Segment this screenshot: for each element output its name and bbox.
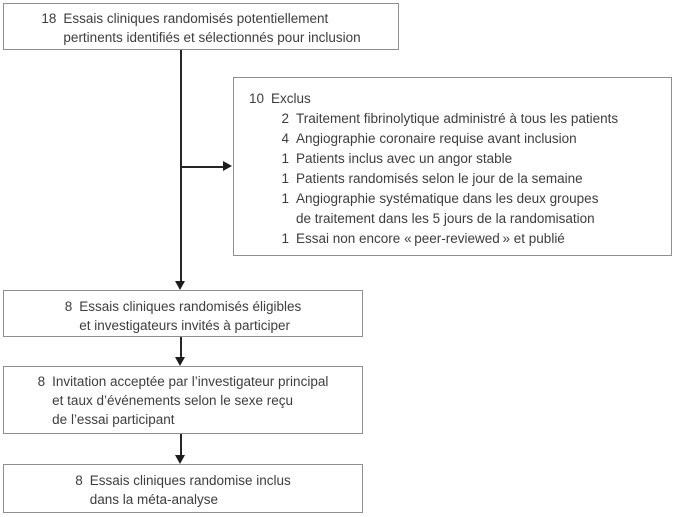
box-included-meta-analysis: 8 Essais cliniques randomise inclus dans… [3, 464, 363, 513]
reason-text: Patients randomisés selon le jour de la … [296, 171, 583, 186]
count-excluded: 10 [249, 91, 265, 106]
count-included: 8 [75, 473, 83, 488]
box-identified-trials: 18 Essais cliniques randomisés potentiel… [3, 3, 399, 50]
box-accepted-text: 8 Invitation acceptée par l’investigateu… [38, 367, 329, 429]
count-accepted: 8 [37, 374, 46, 389]
arrowhead-down-to-eligible-icon [175, 281, 185, 290]
count-eligible: 8 [64, 299, 73, 314]
excluded-reason-item: 1 Angiographie systématique dans les deu… [281, 189, 663, 229]
connector-accepted-to-included [180, 434, 182, 456]
box-invitation-accepted: 8 Invitation acceptée par l’investigateu… [3, 366, 363, 434]
box-included-text: 8 Essais cliniques randomise inclus dans… [75, 465, 291, 509]
excluded-reason-item: 1 Patients randomisés selon le jour de l… [281, 169, 663, 189]
reason-count: 1 [281, 231, 289, 246]
reason-count: 1 [281, 191, 289, 206]
box-eligible-text: 8 Essais cliniques randomisés éligibles … [65, 291, 302, 335]
included-line-2: dans la méta-analyse [89, 492, 219, 507]
excluded-reason-list: 2 Traitement fibrinolytique administré à… [281, 109, 663, 249]
identified-line-1: Essais cliniques randomisés potentiellem… [63, 11, 329, 26]
arrowhead-down-to-included-icon [175, 455, 185, 464]
reason-text-continued: de traitement dans les 5 jours de la ran… [296, 211, 595, 226]
excluded-reason-item: 2 Traitement fibrinolytique administré à… [281, 109, 663, 129]
arrowhead-down-to-accepted-icon [175, 357, 185, 366]
box-excluded-trials: 10 Exclus 2 Traitement fibrinolytique ad… [233, 77, 672, 256]
reason-count: 1 [281, 171, 289, 186]
reason-count: 2 [281, 111, 289, 126]
reason-count: 1 [281, 151, 289, 166]
accepted-line-3: de l’essai participant [52, 412, 175, 427]
reason-text: Essai non encore « peer-reviewed » et pu… [296, 231, 565, 246]
count-identified: 18 [41, 11, 57, 26]
excluded-label: Exclus [271, 91, 311, 106]
excluded-reason-item: 1 Essai non encore « peer-reviewed » et … [281, 229, 663, 249]
box-identified-text: 18 Essais cliniques randomisés potentiel… [41, 4, 360, 47]
eligible-line-1: Essais cliniques randomisés éligibles [79, 299, 302, 314]
accepted-line-2: et taux d’événements selon le sexe reçu [52, 393, 294, 408]
reason-text: Angiographie systématique dans les deux … [296, 191, 599, 206]
box-eligible-trials: 8 Essais cliniques randomisés éligibles … [3, 290, 363, 337]
reason-text: Traitement fibrinolytique administré à t… [296, 111, 619, 126]
box-excluded-text: 10 Exclus 2 Traitement fibrinolytique ad… [234, 78, 671, 249]
eligible-line-2: et investigateurs invités à participer [79, 318, 291, 333]
accepted-line-1: Invitation acceptée par l’investigateur … [52, 374, 329, 389]
identified-line-2: pertinents identifiés et sélectionnés po… [63, 30, 361, 45]
connector-branch-excluded [180, 166, 223, 168]
reason-text: Angiographie coronaire requise avant inc… [296, 131, 577, 146]
excluded-reason-item: 1 Patients inclus avec un angor stable [281, 149, 663, 169]
arrowhead-right-to-excluded-icon [223, 161, 232, 171]
excluded-reason-item: 4 Angiographie coronaire requise avant i… [281, 129, 663, 149]
included-line-1: Essais cliniques randomise inclus [89, 473, 291, 488]
reason-count: 4 [281, 131, 289, 146]
connector-eligible-to-accepted [180, 337, 182, 358]
reason-text: Patients inclus avec un angor stable [296, 151, 513, 166]
